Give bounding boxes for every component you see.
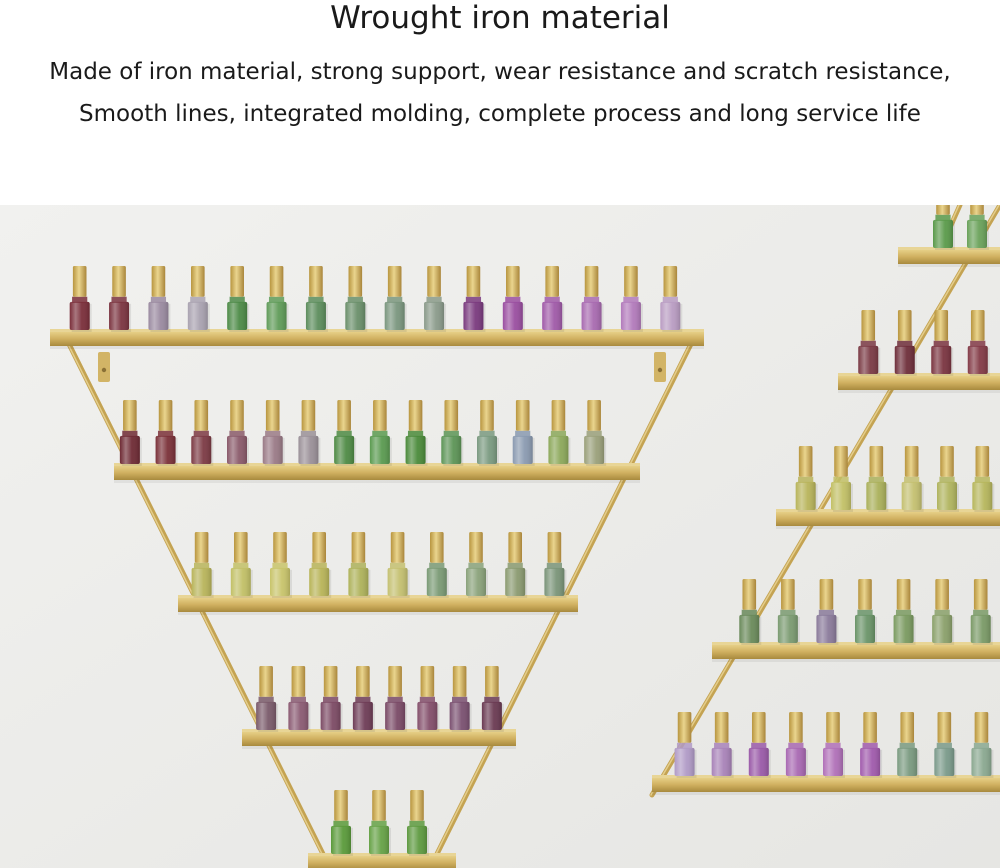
nail-polish-bottle xyxy=(967,205,989,250)
nail-polish-bottle xyxy=(230,532,253,598)
nail-polish-bottle xyxy=(932,579,955,645)
shelf xyxy=(178,595,578,615)
nail-polish-bottle xyxy=(109,266,132,332)
nail-polish-bottle xyxy=(933,205,955,250)
nail-polish-bottle xyxy=(860,712,883,778)
nail-polish-bottle xyxy=(481,666,504,732)
nail-polish-bottle xyxy=(785,712,808,778)
nail-polish-bottle xyxy=(387,532,410,598)
nail-polish-bottle xyxy=(288,666,311,732)
nail-polish-bottle xyxy=(937,446,959,512)
nail-polish-bottle xyxy=(309,532,332,598)
shelf xyxy=(776,509,1000,529)
nail-polish-bottle xyxy=(320,666,343,732)
shelf xyxy=(898,247,1000,267)
nail-polish-bottle xyxy=(407,790,429,856)
nail-polish-bottle xyxy=(262,400,285,466)
nail-polish-bottle xyxy=(256,666,279,732)
nail-polish-bottle xyxy=(795,446,818,512)
nail-polish-bottle xyxy=(331,790,353,856)
nail-polish-bottle xyxy=(449,666,472,732)
nail-polish-bottle xyxy=(748,712,771,778)
nail-polish-bottle xyxy=(227,266,250,332)
nail-polish-bottle xyxy=(424,266,447,332)
shelf xyxy=(712,642,1000,662)
nail-polish-bottle xyxy=(897,712,920,778)
nail-polish-bottle xyxy=(894,310,917,376)
nail-polish-bottle xyxy=(967,310,990,376)
nail-polish-bottle xyxy=(901,446,924,512)
nail-polish-bottle xyxy=(816,579,839,645)
nail-polish-bottle xyxy=(970,579,993,645)
product-photo xyxy=(0,205,1000,868)
nail-polish-bottle xyxy=(385,666,408,732)
nail-polish-bottle xyxy=(581,266,604,332)
nail-polish-bottle xyxy=(972,446,995,512)
nail-polish-bottle xyxy=(466,532,488,598)
nail-polish-bottle xyxy=(187,266,210,332)
nail-polish-bottle xyxy=(334,400,357,466)
nail-polish-bottle xyxy=(266,266,289,332)
nail-polish-bottle xyxy=(544,532,567,598)
shelf xyxy=(50,329,704,349)
nail-polish-bottle xyxy=(512,400,535,466)
nail-polish-bottle xyxy=(305,266,328,332)
shelf xyxy=(652,775,1000,795)
shelf xyxy=(838,373,1000,393)
nail-polish-bottle xyxy=(369,400,392,466)
nail-polish-bottle xyxy=(191,532,214,598)
nail-polish-bottle xyxy=(674,712,697,778)
nail-polish-bottle xyxy=(542,266,565,332)
nail-polish-rack-scene xyxy=(0,205,1000,868)
nail-polish-bottle xyxy=(893,579,916,645)
wall-hook xyxy=(98,352,110,382)
nail-polish-bottle xyxy=(831,446,853,512)
nail-polish-bottle xyxy=(855,579,877,645)
nail-polish-bottle xyxy=(270,532,292,598)
nail-polish-bottle xyxy=(417,666,440,732)
nail-polish-bottle xyxy=(384,266,407,332)
nail-polish-bottle xyxy=(298,400,321,466)
nail-polish-bottle xyxy=(505,532,528,598)
frame-rod xyxy=(649,205,1000,798)
nail-polish-bottle xyxy=(711,712,734,778)
nail-polish-bottle xyxy=(502,266,525,332)
nail-polish-bottle xyxy=(823,712,845,778)
nail-polish-bottle xyxy=(584,400,607,466)
description-line-1: Made of iron material, strong support, w… xyxy=(49,59,951,85)
nail-polish-bottle xyxy=(931,310,954,376)
nail-polish-bottle xyxy=(155,400,178,466)
nail-polish-bottle xyxy=(739,579,762,645)
nail-polish-bottle xyxy=(858,310,881,376)
wall-hook xyxy=(654,352,666,382)
nail-polish-bottle xyxy=(119,400,142,466)
nail-polish-bottle xyxy=(934,712,957,778)
nail-polish-bottle xyxy=(866,446,889,512)
nail-polish-bottle xyxy=(660,266,683,332)
nail-polish-bottle xyxy=(348,532,371,598)
page-title: Wrought iron material xyxy=(330,0,670,36)
nail-polish-bottle xyxy=(548,400,571,466)
nail-polish-bottle xyxy=(777,579,800,645)
nail-polish-bottle xyxy=(352,666,375,732)
nail-polish-bottle xyxy=(345,266,368,332)
shelf xyxy=(242,729,516,749)
shelf xyxy=(308,853,456,868)
nail-polish-bottle xyxy=(227,400,249,466)
nail-polish-bottle xyxy=(441,400,464,466)
nail-polish-bottle xyxy=(477,400,499,466)
nail-polish-bottle xyxy=(148,266,171,332)
nail-polish-bottle xyxy=(620,266,643,332)
shelf xyxy=(114,463,640,483)
nail-polish-bottle xyxy=(191,400,214,466)
nail-polish-bottle xyxy=(426,532,449,598)
nail-polish-bottle xyxy=(971,712,994,778)
nail-polish-bottle xyxy=(463,266,486,332)
nail-polish-bottle xyxy=(405,400,428,466)
nail-polish-bottle xyxy=(69,266,92,332)
description-line-2: Smooth lines, integrated molding, comple… xyxy=(79,101,921,127)
nail-polish-bottle xyxy=(369,790,391,856)
header: Wrought iron material Made of iron mater… xyxy=(0,0,1000,200)
